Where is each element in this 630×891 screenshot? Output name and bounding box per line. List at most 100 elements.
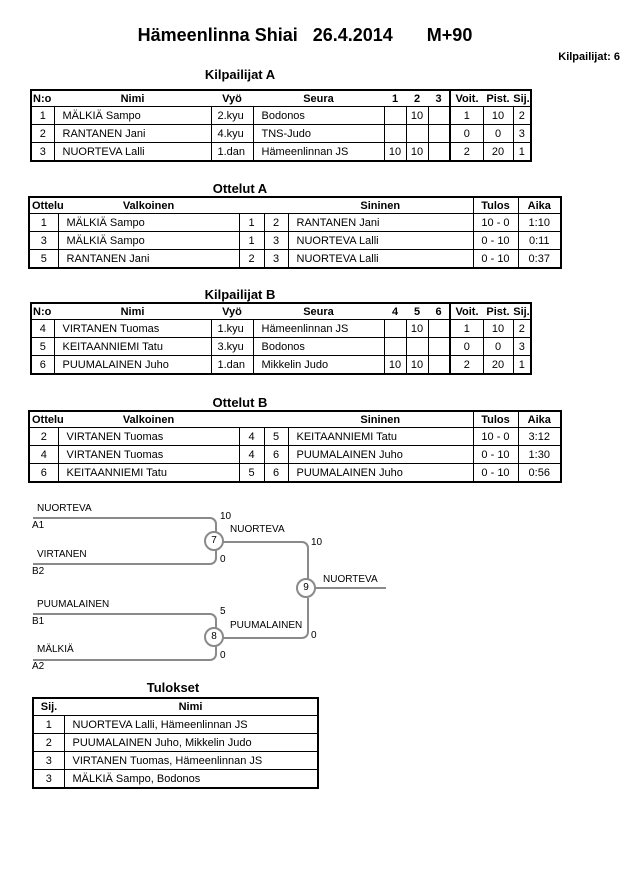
column-header: 3	[428, 90, 450, 107]
column-header: Sij.	[33, 698, 64, 716]
table-cell: MÄLKIÄ Sampo, Bodonos	[63, 769, 319, 789]
table-cell: 3	[30, 142, 55, 162]
column-header	[239, 411, 264, 428]
bracket-match-number: 8	[204, 627, 224, 647]
column-header: N:o	[31, 303, 54, 320]
table-cell	[427, 319, 451, 338]
column-header: 4	[384, 303, 406, 320]
table-cell: 10 - 0	[472, 427, 519, 446]
table-cell	[427, 355, 451, 375]
column-header: 2	[406, 90, 428, 107]
table-cell: 1	[238, 213, 265, 232]
table-cell: Hämeenlinnan JS	[252, 319, 385, 338]
bracket-score: 0	[220, 554, 226, 565]
table-cell: Mikkelin Judo	[252, 355, 385, 375]
table-cell: RANTANEN Jani	[287, 213, 474, 232]
column-header	[239, 197, 264, 214]
table-cell: Bodonos	[252, 106, 385, 125]
column-header	[264, 197, 288, 214]
table-cell: 20	[482, 355, 514, 375]
table-cell: 6	[263, 463, 289, 483]
table-cell: 6	[30, 355, 55, 375]
table-cell: NUORTEVA Lalli	[53, 142, 212, 162]
table-cell: 2	[28, 427, 59, 446]
table-cell: 10	[405, 319, 429, 338]
table-cell: 0:56	[517, 463, 562, 483]
table-cell: NUORTEVA Lalli	[287, 231, 474, 250]
table-cell: 0 - 10	[472, 231, 519, 250]
table-cell: 10	[383, 142, 407, 162]
table-cell: VIRTANEN Tuomas	[57, 427, 240, 446]
table-cell: 1.dan	[210, 355, 254, 375]
bracket-score: 0	[311, 630, 317, 641]
column-header	[264, 411, 288, 428]
bracket-line	[33, 634, 217, 661]
bracket-competitor-label: VIRTANEN	[37, 549, 87, 560]
bracket-competitor-label: MÄLKIÄ	[37, 644, 74, 655]
table-cell: 2	[449, 355, 484, 375]
table-cell: VIRTANEN Tuomas	[57, 445, 240, 464]
bracket-line	[222, 541, 309, 581]
table-cell: PUUMALAINEN Juho	[53, 355, 212, 375]
table-cell: PUUMALAINEN Juho	[287, 463, 474, 483]
table-cell: MÄLKIÄ Sampo	[57, 213, 240, 232]
table-cell: 1	[32, 715, 65, 734]
bracket-score: 5	[220, 606, 226, 617]
table-cell: 3	[263, 231, 289, 250]
column-header: Nimi	[64, 698, 318, 716]
column-header: Vyö	[211, 303, 253, 320]
column-header: Voit.	[449, 303, 483, 320]
bracket-competitor-label: PUUMALAINEN	[37, 599, 110, 610]
table-cell: 1	[238, 231, 265, 250]
table-cell: Bodonos	[252, 337, 385, 356]
table-cell: RANTANEN Jani	[53, 124, 212, 143]
column-header: Valkoinen	[58, 411, 239, 428]
bracket-score: 0	[220, 650, 226, 661]
table-cell: 3:12	[517, 427, 562, 446]
table-cell: 4	[28, 445, 59, 464]
table-cell: NUORTEVA Lalli, Hämeenlinnan JS	[63, 715, 319, 734]
column-header: Ottelu	[29, 411, 64, 428]
participants-count: Kilpailijat: 6	[558, 51, 620, 63]
bracket-line	[33, 613, 217, 640]
column-header: Ottelu	[29, 197, 64, 214]
column-header: Aika	[517, 197, 561, 214]
header-row: Sij.Nimi	[33, 698, 318, 716]
column-header: Aika	[517, 411, 561, 428]
section-title-ottelut-b: Ottelut B	[212, 395, 268, 410]
table-cell: 1	[30, 106, 55, 125]
section-title-tulokset: Tulokset	[146, 680, 200, 695]
table-cell: 0	[482, 124, 514, 143]
table-cell: 0	[482, 337, 514, 356]
table-cell	[427, 124, 451, 143]
table-cell: 10	[383, 355, 407, 375]
section-title-ottelut-a: Ottelut A	[212, 181, 268, 196]
table-cell: KEITAANNIEMI Tatu	[287, 427, 474, 446]
table-cell: 0 - 10	[472, 445, 519, 464]
table-cell: VIRTANEN Tuomas, Hämeenlinnan JS	[63, 751, 319, 770]
column-header: N:o	[31, 90, 54, 107]
column-header: Sij.	[513, 90, 531, 107]
table-cell: 1	[512, 142, 532, 162]
section-title-kilpailijat-a: Kilpailijat A	[204, 67, 276, 82]
bracket-seed-label: A2	[32, 661, 45, 672]
table-cell: 2	[449, 142, 484, 162]
bracket-line	[222, 598, 309, 639]
column-header: 1	[384, 90, 406, 107]
table-cell: 5	[263, 427, 289, 446]
event-name: Hämeenlinna Shiai	[137, 25, 298, 45]
table-cell: NUORTEVA Lalli	[287, 249, 474, 269]
bracket-match-number: 7	[204, 531, 224, 551]
